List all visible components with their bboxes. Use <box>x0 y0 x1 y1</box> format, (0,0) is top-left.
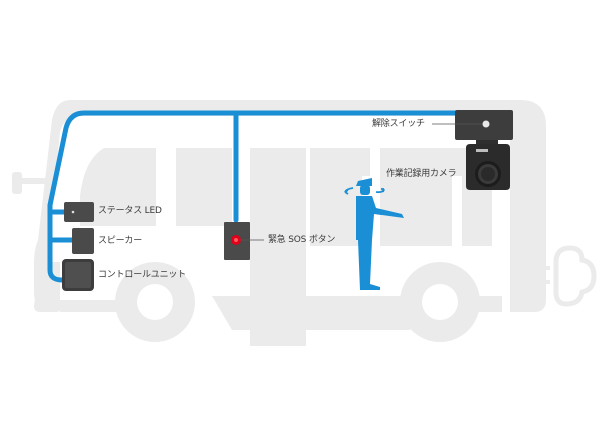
control-unit-device <box>62 259 94 291</box>
label-control-unit: コントロールユニット <box>98 270 187 280</box>
release-switch-device <box>432 110 513 140</box>
label-release-switch: 解除スイッチ <box>372 119 425 129</box>
status-led-device <box>64 202 94 222</box>
driver-figure <box>344 178 404 290</box>
label-camera: 作業記録用カメラ <box>386 169 457 179</box>
label-speaker: スピーカー <box>98 236 143 246</box>
label-status-led: ステータス LED <box>98 206 162 216</box>
bus-silhouette <box>12 100 597 346</box>
wheel-front-hub <box>137 284 173 320</box>
sos-button-device <box>224 222 264 260</box>
speaker-device <box>72 228 94 254</box>
wheel-rear-hub <box>422 284 458 320</box>
wiring <box>47 110 475 283</box>
camera-device <box>466 140 510 190</box>
label-sos-button: 緊急 SOS ボタン <box>268 235 336 245</box>
